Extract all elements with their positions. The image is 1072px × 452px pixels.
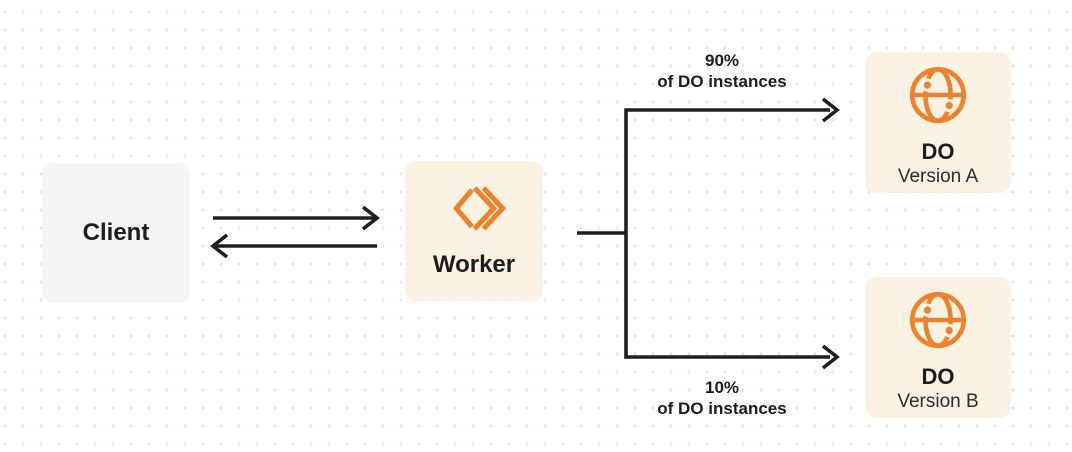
arrow-strokes xyxy=(210,97,840,370)
globe-meridian xyxy=(923,291,953,349)
workers-left-bracket xyxy=(452,188,474,229)
top-branch-caption: of DO instances xyxy=(657,72,787,91)
worker-node: Worker xyxy=(405,161,543,301)
bottom-branch-label: 10% of DO instances xyxy=(612,377,832,419)
do-a-subtitle: Version A xyxy=(897,166,979,187)
arrowhead-right-icon xyxy=(821,344,840,370)
durable-object-globe-icon xyxy=(909,66,967,124)
bottom-branch-percent: 10% xyxy=(704,378,740,397)
arrowhead-right-icon xyxy=(361,205,380,231)
workers-chevron-1 xyxy=(472,186,498,231)
arrowhead-right-icon xyxy=(821,97,840,123)
globe-meridian xyxy=(923,66,953,124)
client-node: Client xyxy=(42,163,190,303)
durable-object-globe-icon xyxy=(909,291,967,349)
bottom-branch-caption: of DO instances xyxy=(657,399,787,418)
do-b-subtitle: Version B xyxy=(897,391,979,412)
do-a-title: DO xyxy=(921,139,955,164)
arrowhead-left-icon xyxy=(210,233,229,259)
worker-label: Worker xyxy=(432,251,516,278)
globe-dot-upper xyxy=(923,306,932,314)
globe-dot-lower xyxy=(945,326,953,335)
do-version-b-node: DO Version B xyxy=(865,277,1011,418)
do-b-title: DO xyxy=(921,364,955,389)
cloudflare-workers-icon xyxy=(452,186,507,231)
globe-dot-lower xyxy=(945,101,953,110)
workers-chevron-2 xyxy=(481,186,507,231)
top-branch-label: 90% of DO instances xyxy=(612,50,832,92)
do-version-a-node: DO Version A xyxy=(865,52,1011,193)
client-label: Client xyxy=(82,219,150,246)
top-branch-percent: 90% xyxy=(704,51,740,70)
split-branch-lines xyxy=(624,108,830,359)
globe-dot-upper xyxy=(923,81,932,89)
